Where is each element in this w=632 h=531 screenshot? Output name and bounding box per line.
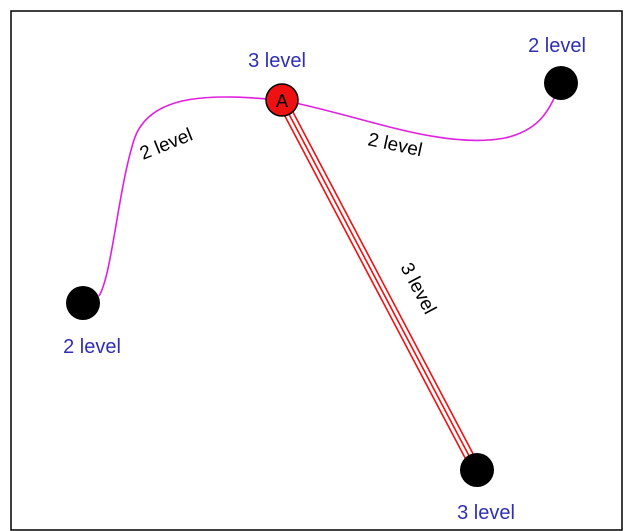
node-center: A: [265, 83, 299, 117]
node-bottom: [460, 453, 494, 487]
diagram-frame: [10, 10, 623, 531]
edge-center-to-bottom: [276, 96, 481, 472]
node-center-label: 3 level: [248, 50, 306, 72]
node-left-label: 2 level: [63, 336, 121, 358]
node-top-right-label: 2 level: [528, 35, 586, 57]
edge-center-to-top-right: [280, 83, 561, 142]
node-center-letter: A: [276, 91, 288, 111]
node-bottom-label: 3 level: [457, 502, 515, 524]
node-left: [66, 286, 100, 320]
edge-center-to-left: [98, 96, 282, 297]
node-top-right: [544, 66, 578, 100]
